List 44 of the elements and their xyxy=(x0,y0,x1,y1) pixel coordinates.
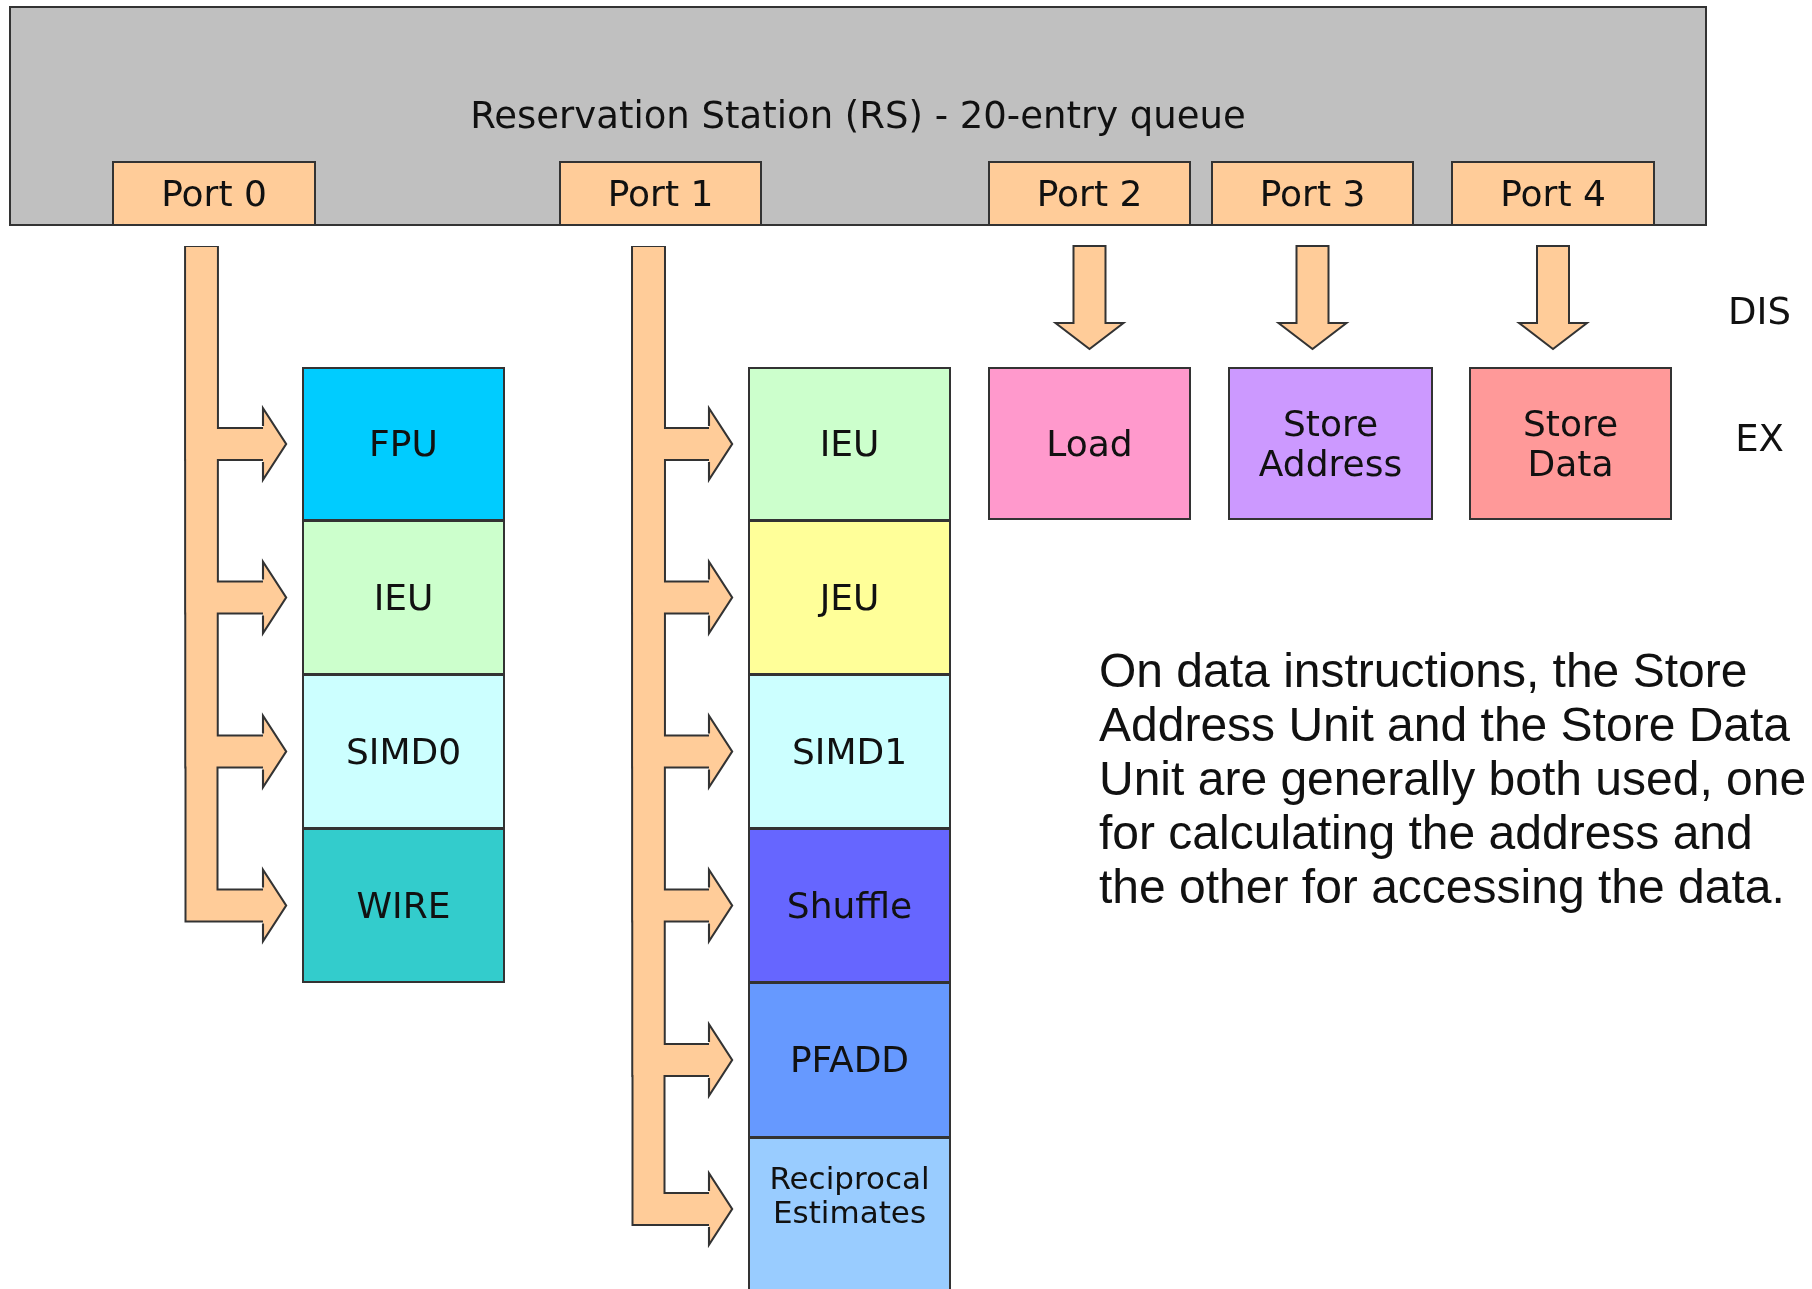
unit-label: Shuffle xyxy=(785,883,914,928)
unit-label: Port 4 xyxy=(1499,171,1607,216)
unit-label: Port 2 xyxy=(1035,171,1144,216)
execution-unit-box xyxy=(748,520,951,675)
unit-label: SIMD0 xyxy=(344,729,463,774)
port-box xyxy=(1211,161,1414,226)
title-text: Reservation Station (RS) - 20-entry queue xyxy=(469,96,1247,137)
execution-unit-box xyxy=(1228,367,1433,520)
execution-unit-box xyxy=(988,367,1191,520)
unit-label: Port 0 xyxy=(160,171,268,216)
execution-unit-box xyxy=(302,367,505,521)
unit-label: Port 1 xyxy=(606,171,715,216)
block-arrow xyxy=(1275,245,1350,351)
execution-unit-box xyxy=(302,674,505,829)
unit-label: Store Data xyxy=(1521,401,1620,486)
unit-label: Reciprocal Estimates xyxy=(768,1161,931,1230)
unit-label: Port 3 xyxy=(1258,171,1367,216)
execution-unit-box xyxy=(1469,367,1672,520)
unit-label: PFADD xyxy=(788,1038,911,1083)
stage-label: DIS xyxy=(1727,290,1792,334)
reservation-station-bar xyxy=(9,6,1707,226)
port-box xyxy=(559,161,762,226)
block-arrow xyxy=(1516,245,1590,351)
execution-unit-box xyxy=(748,1137,951,1289)
block-arrow xyxy=(1052,245,1127,351)
unit-label: FPU xyxy=(368,422,439,467)
execution-unit-box xyxy=(748,982,951,1138)
execution-unit-box xyxy=(302,520,505,675)
unit-label: WIRE xyxy=(355,883,452,928)
unit-label: Load xyxy=(1045,421,1134,466)
port-box xyxy=(112,161,316,226)
port-box xyxy=(988,161,1191,226)
unit-label: IEU xyxy=(372,575,435,620)
execution-unit-box xyxy=(748,828,951,983)
unit-label: JEU xyxy=(817,575,881,620)
unit-label: Store Address xyxy=(1257,401,1404,486)
execution-unit-box xyxy=(302,828,505,983)
execution-unit-box xyxy=(748,674,951,829)
unit-label: IEU xyxy=(818,422,881,467)
execution-unit-box xyxy=(748,367,951,521)
stage-label: EX xyxy=(1734,417,1785,461)
port-box xyxy=(1451,161,1655,226)
unit-label: SIMD1 xyxy=(790,729,909,774)
note-text: On data instructions, the Store Address Unit and the Store Data Unit are generally both used, one for calculating the address and the other for accessing the data. xyxy=(1099,644,1808,914)
